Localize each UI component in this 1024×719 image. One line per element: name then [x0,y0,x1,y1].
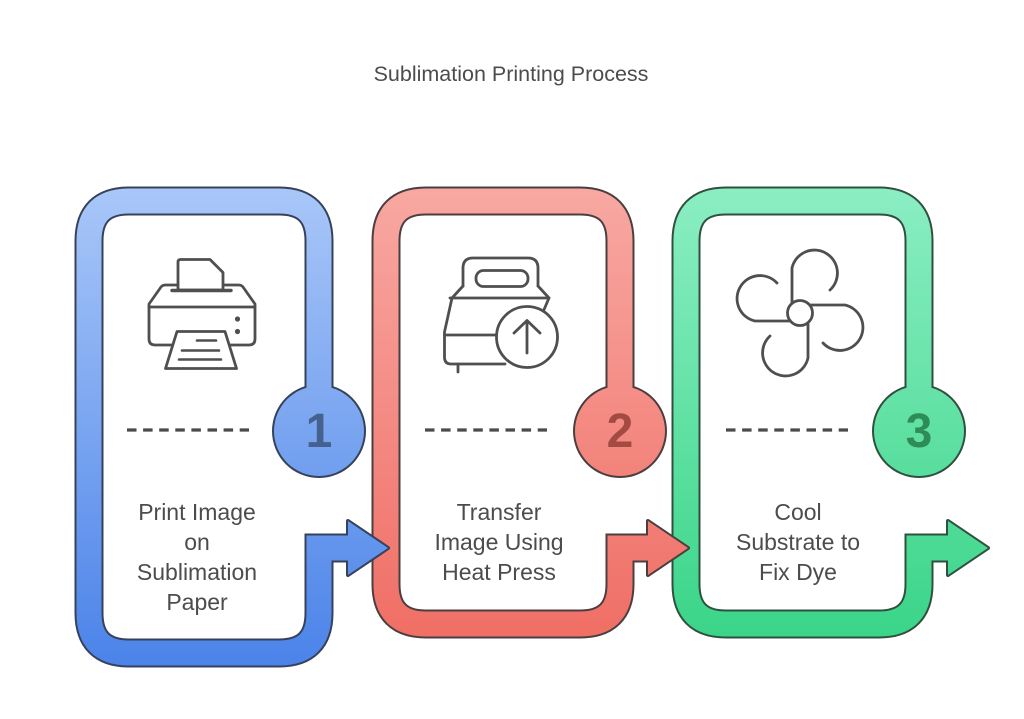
fan-blade-right [809,303,865,352]
printer-body [147,283,257,347]
step-2-label-line-1: Transfer [457,499,542,525]
heat-press-icon [443,256,559,374]
step-1-label-line-2: on [184,529,210,555]
step-1-number: 1 [306,405,333,458]
step-3: 3 Cool Substrate to Fix Dye [671,186,990,639]
step-2-label-line-2: Image Using [434,529,563,555]
press-up-arrow [512,319,542,355]
step-1-band [76,188,354,666]
step-3-label-line-1: Cool [774,499,821,525]
step-2-arrow-head [648,521,688,575]
step-2: 2 Transfer Image Using Heat Press [371,186,690,639]
press-flare-left [450,284,465,300]
diagram-title: Sublimation Printing Process [374,62,649,86]
printer-paper-sheet [176,258,225,292]
press-lid [461,256,540,288]
step-1-label-line-4: Paper [166,589,228,615]
step-2-number: 2 [607,405,634,458]
step-1-number-circle [274,386,364,476]
step-1-label-line-3: Sublimation [137,559,257,585]
fan-blade-bottom [761,322,810,378]
step-3-arrow-head [948,521,988,575]
step-2-band [373,188,654,637]
step-3-band [673,188,953,637]
fan-blade-top [790,248,839,304]
step-3-number: 3 [906,405,933,458]
press-flare-right [536,284,551,300]
fan-icon [735,248,865,378]
printer-icon [147,258,257,370]
fan-blade-left [735,274,791,323]
step-1-arrow-head [348,521,388,575]
printer-dot-2 [234,328,241,335]
step-1: 1 Print Image on Sublimation Paper [74,186,390,668]
press-handle [474,269,530,288]
step-1-label-line-1: Print Image [138,499,256,525]
press-body [443,296,507,366]
step-3-number-circle [874,386,964,476]
fan-hub [786,299,814,327]
step-3-label-line-3: Fix Dye [759,559,837,585]
printer-dot-1 [234,316,241,322]
step-3-label-line-2: Substrate to [736,529,860,555]
step-2-label-line-3: Heat Press [442,559,556,585]
step-2-number-circle [575,386,665,476]
press-body-right [541,296,551,314]
